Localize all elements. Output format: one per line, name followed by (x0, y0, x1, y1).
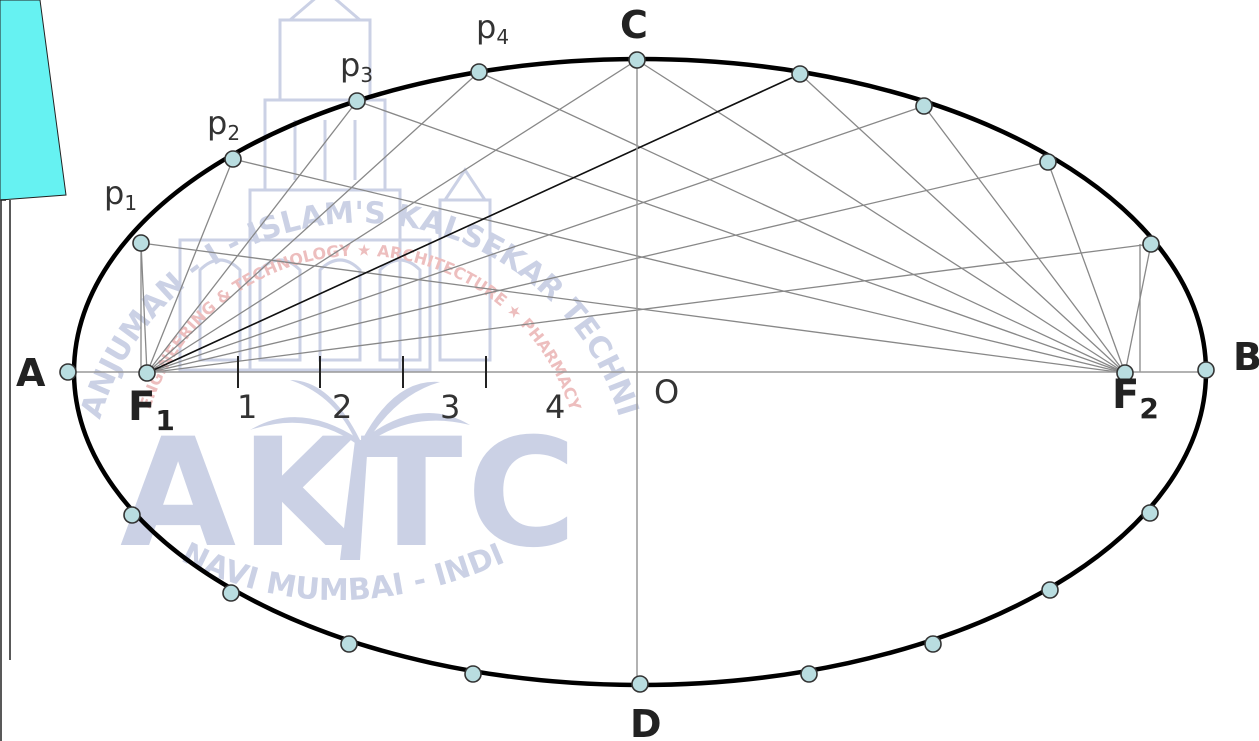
focal-line-f1-8 (146, 161, 1049, 374)
division-ticks (237, 356, 487, 388)
division-label-4: 4 (545, 388, 565, 426)
focal-line-f2-9 (1124, 243, 1152, 374)
focus-F2 (1116, 364, 1134, 382)
ellipse-point-lower-6 (800, 665, 818, 683)
label-F1: F1 (128, 384, 175, 437)
focal-line-f2-8 (1047, 161, 1126, 374)
construction-lines (140, 59, 1152, 374)
plotted-points (59, 51, 1215, 693)
ellipse-point-upper-7 (915, 97, 933, 115)
ellipse-point-upper-4 (470, 63, 488, 81)
label-p4: p4 (476, 8, 509, 49)
label-B: B (1233, 335, 1259, 379)
ellipse-point-lower-9 (1141, 504, 1159, 522)
ellipse-point-lower-8 (1041, 581, 1059, 599)
focal-line-f2-1 (140, 242, 1126, 374)
focal-line-f2-6 (799, 73, 1126, 374)
ellipse-point-upper-2 (224, 150, 242, 168)
focus-F1 (138, 364, 156, 382)
ellipse-point-upper-3 (348, 92, 366, 110)
focal-line-f1-4 (146, 71, 480, 374)
focal-line-f1-1 (140, 242, 148, 374)
division-label-1: 1 (237, 388, 257, 426)
focal-line-f1-5 (146, 59, 638, 374)
ellipse-point-upper-1 (132, 234, 150, 252)
ellipse-point-upper-8 (1039, 153, 1057, 171)
ellipse-point-upper-6 (791, 65, 809, 83)
ellipse-point-lower-7 (924, 635, 942, 653)
label-C: C (620, 3, 648, 47)
label-D: D (630, 702, 662, 741)
point-A (59, 363, 77, 381)
ellipse-point-upper-5 (628, 51, 646, 69)
label-F2: F2 (1112, 372, 1159, 425)
focal-line-f1-7 (146, 105, 925, 374)
label-p1: p1 (104, 174, 137, 215)
ellipse-point-lower-2 (222, 584, 240, 602)
building-illustration (178, 0, 492, 372)
focal-line-f2-7 (923, 105, 1126, 374)
ellipse-point-upper-9 (1142, 235, 1160, 253)
point-B (1197, 361, 1215, 379)
ellipse-point-lower-4 (464, 665, 482, 683)
focal-line-f2-5 (636, 59, 1126, 374)
focal-line-f2-2 (232, 158, 1126, 374)
label-O: O (654, 373, 679, 411)
focal-line-f1-2 (146, 158, 234, 374)
label-p2: p2 (207, 104, 240, 145)
focal-line-f1-9 (146, 243, 1152, 374)
college-watermark: ANJUMAN - I - ISLAM'S KALSEKAR TECHNICAL… (0, 0, 645, 608)
label-A: A (16, 351, 46, 395)
side-panel-fragment (0, 0, 67, 741)
ellipse-point-lower-5 (631, 675, 649, 693)
focal-line-f1-3 (146, 100, 358, 374)
focal-line-f2-3 (356, 100, 1126, 374)
division-label-3: 3 (440, 388, 460, 426)
ellipse-point-lower-1 (123, 506, 141, 524)
focal-line-highlight (146, 73, 801, 374)
focal-line-f2-4 (478, 71, 1126, 374)
ellipse-point-lower-3 (340, 635, 358, 653)
palm-tree-icon (250, 380, 470, 560)
label-p3: p3 (340, 46, 373, 87)
division-label-2: 2 (332, 388, 352, 426)
